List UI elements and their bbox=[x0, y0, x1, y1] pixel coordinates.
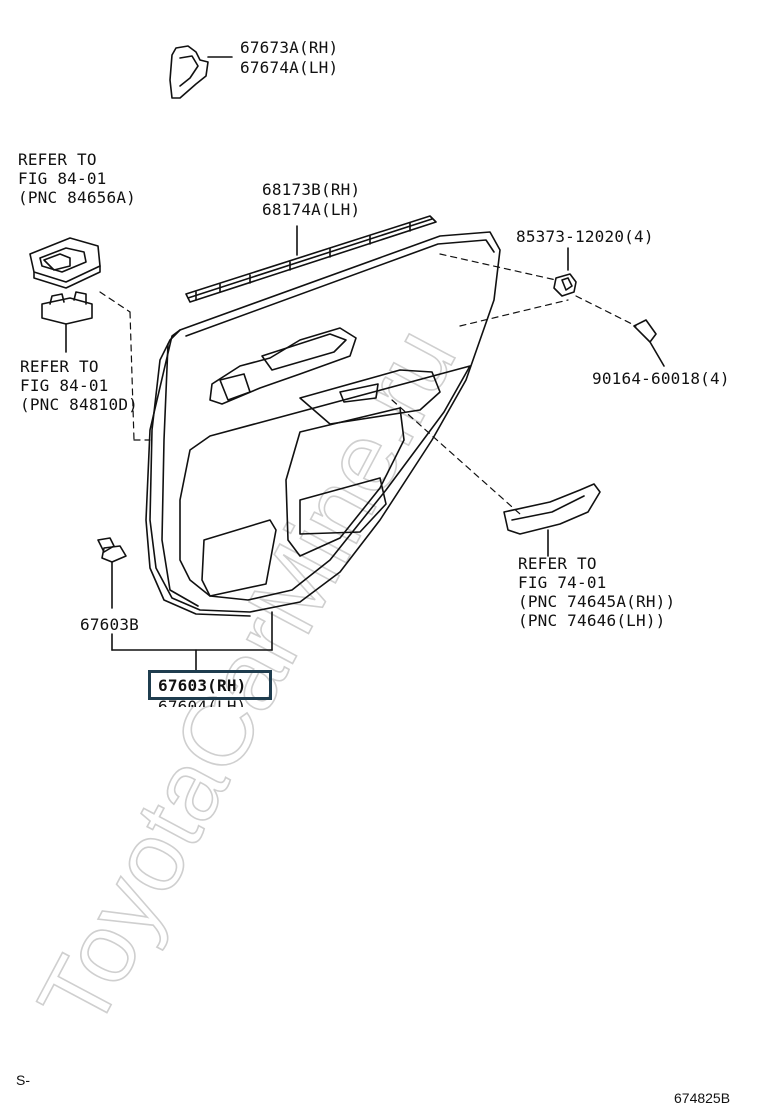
switch-ref-line2: FIG 84-01 bbox=[20, 376, 109, 395]
switch-ref-line3: (PNC 84810D) bbox=[20, 395, 138, 414]
clip-nut-part bbox=[553, 247, 577, 297]
highlighted-part-box[interactable] bbox=[148, 670, 272, 700]
screw-label: 90164-60018(4) bbox=[592, 369, 730, 388]
switch-bezel-ref-line2: FIG 84-01 bbox=[18, 169, 107, 188]
clip-label: 67603B bbox=[80, 615, 139, 634]
clip-part bbox=[97, 537, 127, 609]
switch-ref-line1: REFER TO bbox=[20, 357, 99, 376]
switch-bezel-part bbox=[29, 237, 101, 289]
weatherstrip-label-rh: 68173B(RH) bbox=[262, 180, 361, 199]
figure-number: 674825B bbox=[674, 1090, 731, 1106]
armrest-part bbox=[503, 483, 601, 557]
door-trim-board-part bbox=[145, 231, 501, 617]
callout-lines bbox=[111, 611, 273, 673]
switch-bezel-ref-line3: (PNC 84656A) bbox=[18, 188, 136, 207]
inside-handle-bezel-part bbox=[169, 45, 233, 99]
armrest-ref-line4: (PNC 74646(LH)) bbox=[518, 611, 666, 630]
armrest-ref-line3: (PNC 74645A(RH)) bbox=[518, 592, 676, 611]
footer-left-code: S- bbox=[16, 1072, 30, 1088]
switch-bezel-ref-line1: REFER TO bbox=[18, 150, 97, 169]
inside-handle-bezel-label-lh: 67674A(LH) bbox=[240, 58, 339, 77]
armrest-ref-line1: REFER TO bbox=[518, 554, 597, 573]
leader-dashes bbox=[99, 253, 637, 515]
armrest-ref-line2: FIG 74-01 bbox=[518, 573, 607, 592]
door-trim-board-label-rh[interactable]: 67603(RH) bbox=[158, 676, 247, 695]
weatherstrip-label-lh: 68174A(LH) bbox=[262, 200, 361, 219]
inside-handle-bezel-label-rh: 67673A(RH) bbox=[240, 38, 339, 57]
clip-nut-label: 85373-12020(4) bbox=[516, 227, 654, 246]
door-trim-board-label-lh: 67604(LH) bbox=[158, 697, 247, 716]
screw-part bbox=[633, 319, 665, 367]
weatherstrip-part bbox=[185, 215, 437, 303]
switch-part bbox=[41, 291, 93, 353]
